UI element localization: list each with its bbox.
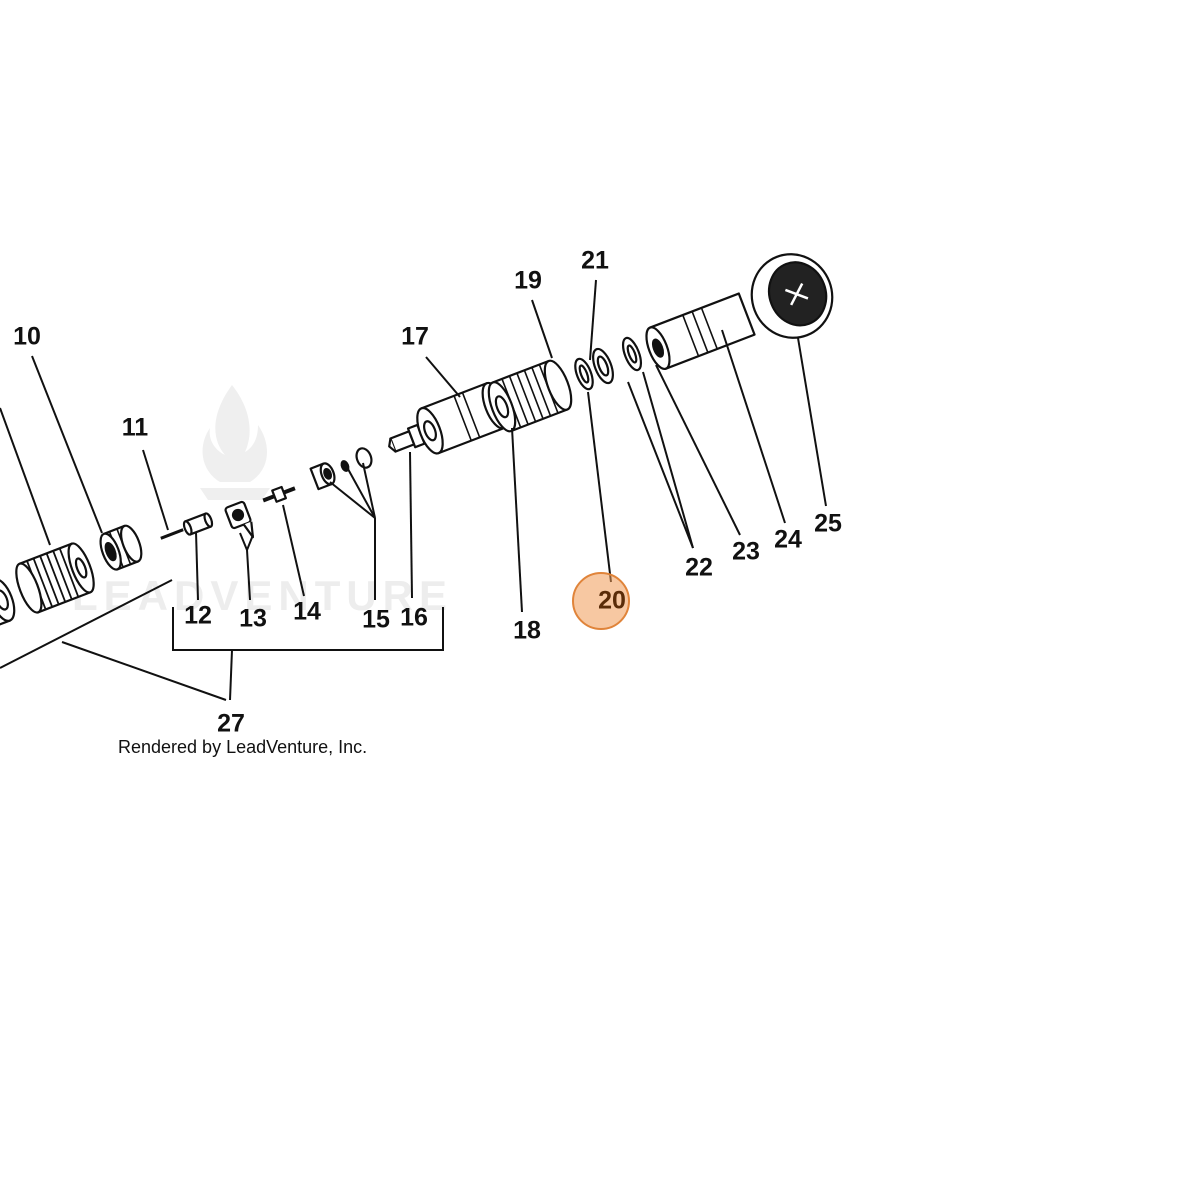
leader-line-15a: [329, 481, 376, 519]
leader-line-23: [655, 364, 741, 536]
callout-27[interactable]: 27: [217, 709, 245, 738]
part-edge-left: [0, 578, 16, 633]
leader-line-11: [142, 449, 169, 531]
rendered-by-footer: Rendered by LeadVenture, Inc.: [118, 737, 368, 757]
leader-line-15c: [362, 462, 376, 519]
callout-16[interactable]: 16: [400, 603, 428, 632]
part-gear-collar-18-19: [487, 359, 573, 433]
callout-25[interactable]: 25: [814, 509, 842, 538]
leader-line-18: [511, 427, 523, 613]
callout-24[interactable]: 24: [774, 525, 802, 554]
leader-line-25: [797, 337, 827, 507]
part-collar-10: [99, 524, 143, 571]
leader-line-13b: [246, 534, 254, 551]
part-ring-20: [574, 357, 594, 391]
callout-22[interactable]: 22: [685, 553, 713, 582]
callout-21[interactable]: 21: [581, 246, 609, 275]
part-pin-11: [160, 528, 184, 540]
leader-line-24: [721, 329, 786, 524]
callout-13[interactable]: 13: [239, 604, 267, 633]
leader-line-13: [239, 532, 251, 601]
leader-line-15b: [347, 468, 376, 519]
leader-line-12: [195, 531, 199, 601]
part-end-cap-25: [750, 253, 834, 339]
bracket-27: [172, 607, 444, 651]
callout-17[interactable]: 17: [401, 322, 429, 351]
callout-15[interactable]: 15: [362, 605, 390, 634]
leader-line-19: [531, 299, 553, 359]
part-nut-15: [309, 462, 336, 491]
callout-11[interactable]: 11: [121, 413, 149, 442]
part-ring-21: [592, 347, 614, 385]
part-ring-22: [621, 336, 643, 372]
leader-line-10: [31, 355, 103, 534]
leader-line-22a: [627, 381, 694, 549]
part-pinion-gear: [15, 542, 95, 614]
callout-10[interactable]: 10: [13, 322, 41, 351]
part-lever-13: [224, 500, 255, 539]
part-sleeve-23-24: [645, 292, 756, 371]
leader-line-21: [589, 279, 597, 361]
part-sleeve-12: [182, 512, 214, 536]
callout-23[interactable]: 23: [732, 537, 760, 566]
watermark-text: LEADVENTURE: [72, 572, 454, 619]
callout-19[interactable]: 19: [514, 266, 542, 295]
leader-line-27a: [229, 649, 233, 701]
leader-line-14: [282, 504, 305, 597]
part-washer-15a: [340, 460, 350, 472]
callout-14[interactable]: 14: [293, 597, 321, 626]
callout-18[interactable]: 18: [513, 616, 541, 645]
leader-line-offscreen: [0, 407, 51, 546]
part-rod-14: [262, 485, 296, 503]
part-bolt-16: [388, 423, 426, 453]
part-washer-15b: [355, 447, 373, 469]
watermark-flame-icon: [200, 385, 270, 500]
callout-20[interactable]: 20: [598, 586, 626, 615]
bracket-27-slant: [0, 579, 173, 669]
leader-line-17: [425, 356, 461, 398]
leader-line-16: [409, 451, 413, 599]
leader-line-20: [587, 391, 612, 583]
leader-line-27b: [61, 641, 227, 701]
leader-line-22b: [642, 371, 694, 549]
callout-12[interactable]: 12: [184, 601, 212, 630]
highlight-hotspot-20[interactable]: [572, 572, 630, 630]
